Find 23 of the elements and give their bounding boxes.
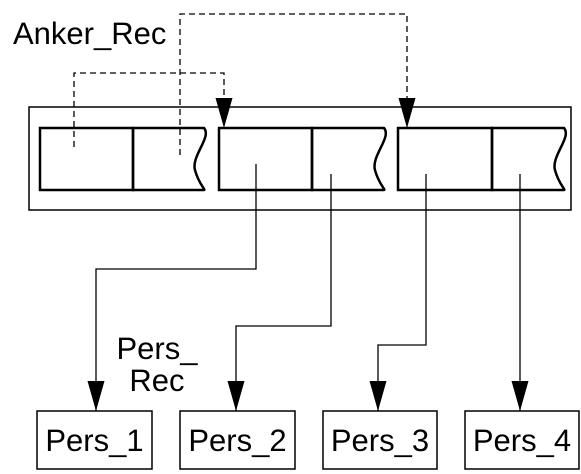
record-box <box>323 411 437 469</box>
record-field <box>219 128 312 190</box>
record-field <box>398 128 492 190</box>
structure-label: Anker_Rec <box>13 18 166 50</box>
record-field <box>312 128 387 190</box>
record-name: Pers_4 <box>472 424 572 456</box>
record-name: Pers_1 <box>45 424 144 456</box>
record-box <box>465 411 579 469</box>
record-box <box>180 411 295 469</box>
record-array-box <box>29 107 571 210</box>
record-field <box>492 128 567 190</box>
record-field <box>40 128 133 190</box>
pointer-arrow <box>88 164 257 411</box>
record-name: Pers_3 <box>330 424 430 456</box>
record-name: Pers_2 <box>188 424 287 456</box>
pointer-arrow <box>512 174 528 411</box>
record-box <box>37 411 152 469</box>
pointer-arrow <box>370 174 427 411</box>
dashed-pointer-arrow <box>179 13 416 155</box>
structure-label: Pers_ Rec <box>116 333 199 397</box>
pointer-arrow <box>228 174 332 411</box>
dashed-pointer-arrow <box>73 72 232 147</box>
record-field <box>133 128 207 190</box>
